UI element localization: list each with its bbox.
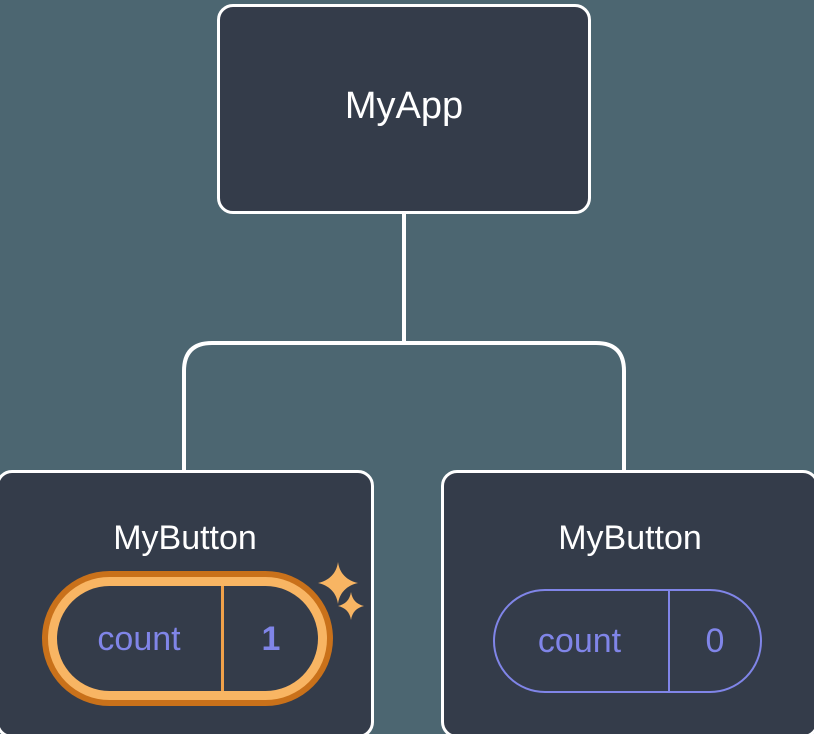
state-pill-count-right[interactable]: count 0 <box>493 589 762 693</box>
state-value-label: 1 <box>221 586 318 691</box>
state-key-label: count <box>537 622 622 660</box>
state-pill-count-left[interactable]: count 1 <box>42 571 333 706</box>
state-value-label: 0 <box>668 591 760 691</box>
state-pill-body: count 1 <box>57 586 318 691</box>
state-key-label: count <box>97 619 181 658</box>
node-mybutton-left-title: MyButton <box>113 519 257 557</box>
node-mybutton-right-title: MyButton <box>558 519 702 557</box>
node-myapp-title: MyApp <box>344 85 464 127</box>
connector-branch-bus <box>182 341 626 472</box>
node-mybutton-right[interactable] <box>441 470 814 734</box>
node-myapp[interactable] <box>217 4 591 214</box>
state-pill-highlight-ring: count 1 <box>48 577 327 700</box>
